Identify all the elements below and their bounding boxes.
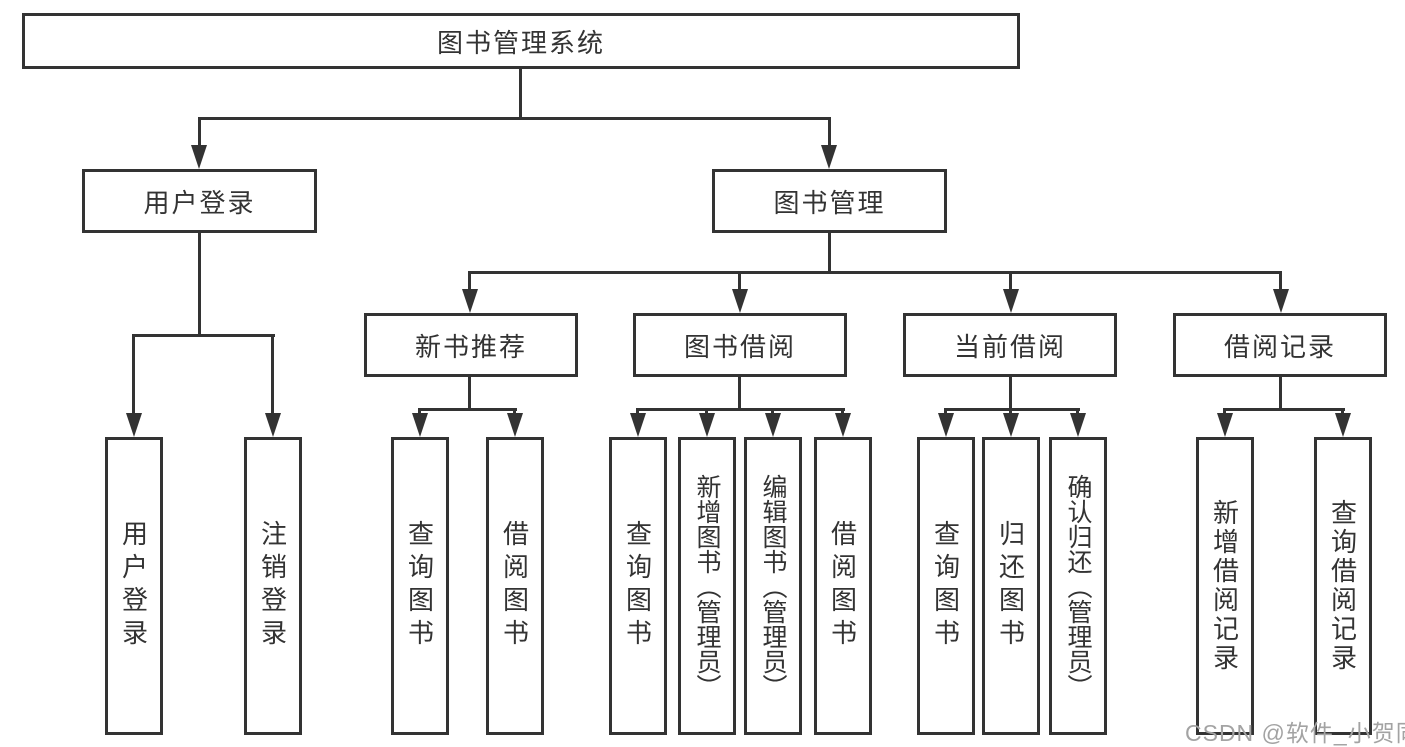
arrowhead-bb-query [630, 413, 646, 437]
arrowhead-br-query [1335, 413, 1351, 437]
leaf-br-query-record: 查询借阅记录 [1314, 437, 1372, 735]
connector-to-current-borrow [1009, 271, 1012, 293]
leaf-bb-edit-book-admin: 编辑图书（管理员） [744, 437, 802, 735]
leaf-bb-add-book-admin-label: 新增图书（管理员） [693, 473, 721, 699]
arrowhead-borrow-records [1273, 289, 1289, 313]
leaf-rec-borrow-book-label: 借阅图书 [499, 520, 530, 652]
node-book-management-label: 图书管理 [773, 187, 886, 218]
node-current-borrow-label: 当前借阅 [953, 331, 1066, 362]
connector-level2-rail [198, 117, 831, 120]
node-new-book-recommend-label: 新书推荐 [414, 331, 527, 362]
node-book-borrow: 图书借阅 [633, 313, 847, 377]
arrowhead-current-borrow [1003, 289, 1019, 313]
node-root-label: 图书管理系统 [436, 27, 605, 58]
connector-to-new-book [468, 271, 471, 293]
connector-user-login-stem [198, 233, 201, 337]
node-root-library-system: 图书管理系统 [22, 13, 1020, 69]
leaf-user-login: 用户登录 [105, 437, 163, 735]
arrowhead-cb-return [1003, 413, 1019, 437]
arrowhead-cb-query [938, 413, 954, 437]
node-user-login: 用户登录 [82, 169, 317, 233]
arrowhead-bb-borrow [835, 413, 851, 437]
arrowhead-new-book [462, 289, 478, 313]
leaf-cb-confirm-return-admin: 确认归还（管理员） [1049, 437, 1107, 735]
arrowhead-bb-add [699, 413, 715, 437]
connector-current-borrow-stem [1009, 377, 1012, 411]
connector-to-borrow-records [1279, 271, 1282, 293]
connector-user-login-rail [132, 334, 275, 337]
csdn-watermark: CSDN @软件_小贺同学 [1185, 720, 1405, 746]
node-book-borrow-label: 图书借阅 [683, 331, 796, 362]
connector-to-user-login [198, 117, 201, 147]
node-current-borrow: 当前借阅 [903, 313, 1117, 377]
leaf-bb-borrow-book: 借阅图书 [814, 437, 872, 735]
connector-to-book-management [828, 117, 831, 147]
arrowhead-bb-edit [765, 413, 781, 437]
connector-current-borrow-rail [944, 408, 1080, 411]
leaf-cb-return-book-label: 归还图书 [995, 520, 1026, 652]
connector-book-borrow-stem [738, 377, 741, 411]
leaf-cb-confirm-return-admin-label: 确认归还（管理员） [1064, 473, 1092, 699]
arrowhead-leaf-logout [265, 413, 281, 437]
leaf-cb-query-book: 查询图书 [917, 437, 975, 735]
leaf-rec-borrow-book: 借阅图书 [486, 437, 544, 735]
arrowhead-rec-query [412, 413, 428, 437]
node-user-login-label: 用户登录 [143, 187, 256, 218]
leaf-bb-add-book-admin: 新增图书（管理员） [678, 437, 736, 735]
arrowhead-book-management [821, 145, 837, 169]
connector-root-stem [519, 69, 522, 117]
node-book-management: 图书管理 [712, 169, 947, 233]
leaf-rec-query-book: 查询图书 [391, 437, 449, 735]
leaf-logout: 注销登录 [244, 437, 302, 735]
connector-to-book-borrow [738, 271, 741, 293]
connector-new-book-rail [418, 408, 517, 411]
arrowhead-book-borrow [732, 289, 748, 313]
leaf-bb-edit-book-admin-label: 编辑图书（管理员） [759, 473, 787, 699]
node-borrow-records-label: 借阅记录 [1223, 331, 1336, 362]
leaf-br-query-record-label: 查询借阅记录 [1327, 499, 1358, 673]
node-borrow-records: 借阅记录 [1173, 313, 1387, 377]
connector-book-borrow-rail [636, 408, 845, 411]
arrowhead-leaf-user-login [126, 413, 142, 437]
connector-to-leaf-logout [271, 334, 274, 414]
connector-to-leaf-user-login [132, 334, 135, 414]
connector-level3-rail [468, 271, 1282, 274]
leaf-bb-borrow-book-label: 借阅图书 [827, 520, 858, 652]
connector-book-management-stem [828, 233, 831, 274]
connector-new-book-stem [468, 377, 471, 411]
connector-borrow-records-rail [1223, 408, 1345, 411]
arrowhead-br-add [1217, 413, 1233, 437]
leaf-bb-query-book: 查询图书 [609, 437, 667, 735]
leaf-logout-label: 注销登录 [257, 520, 288, 652]
arrowhead-cb-confirm [1070, 413, 1086, 437]
arrowhead-user-login [191, 145, 207, 169]
leaf-bb-query-book-label: 查询图书 [622, 520, 653, 652]
leaf-br-add-record: 新增借阅记录 [1196, 437, 1254, 735]
leaf-cb-query-book-label: 查询图书 [930, 520, 961, 652]
leaf-br-add-record-label: 新增借阅记录 [1209, 499, 1240, 673]
leaf-cb-return-book: 归还图书 [982, 437, 1040, 735]
leaf-rec-query-book-label: 查询图书 [404, 520, 435, 652]
arrowhead-rec-borrow [507, 413, 523, 437]
connector-borrow-records-stem [1279, 377, 1282, 411]
node-new-book-recommend: 新书推荐 [364, 313, 578, 377]
leaf-user-login-label: 用户登录 [118, 520, 149, 652]
